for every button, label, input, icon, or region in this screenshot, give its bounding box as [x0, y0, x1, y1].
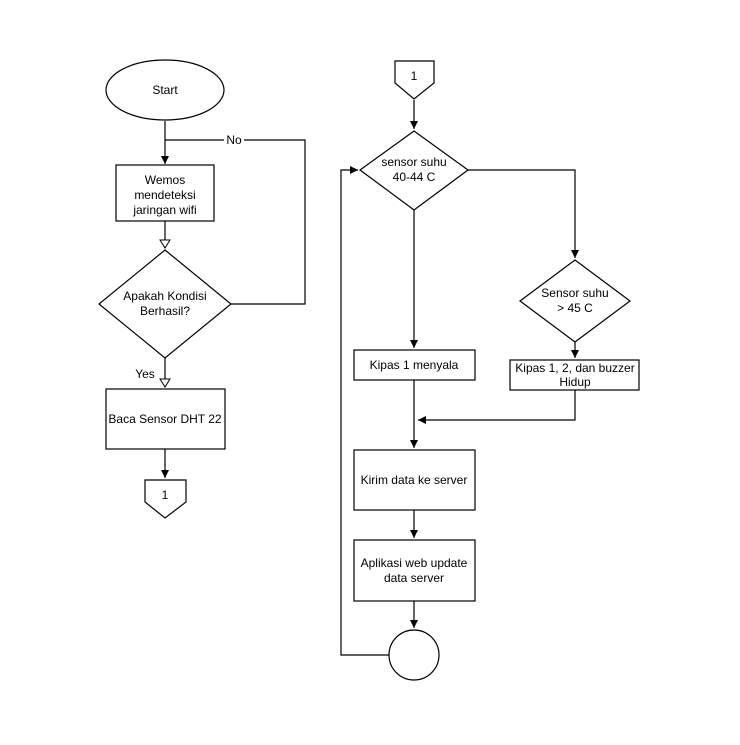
process-fans-buzzer-on: Kipas 1, 2, dan buzzer Hidup: [509, 359, 640, 391]
process-web-update: Aplikasi web update data server: [353, 539, 476, 602]
kipas-all-line-1: Kipas 1, 2, dan buzzer: [515, 361, 634, 375]
decision-wifi-line-1: Apakah Kondisi: [123, 289, 206, 303]
edge-kipas-all-to-merge: [418, 390, 576, 424]
right-edges: [340, 100, 579, 656]
wemos-line-3: jaringan wifi: [132, 203, 196, 217]
svg-text:Start: Start: [152, 83, 178, 97]
decision-wifi-line-2: Berhasil?: [140, 304, 190, 318]
loop-connector-circle: [388, 629, 440, 681]
process-wemos-detect: Wemos mendeteksi jaringan wifi: [115, 164, 215, 222]
process-read-sensor: Baca Sensor DHT 22: [105, 388, 226, 450]
edge-loop-back: [340, 166, 389, 656]
decision-temp-line-2: 40-44 C: [393, 170, 436, 184]
aplikasi-line-2: data server: [384, 571, 444, 585]
wemos-line-2: mendeteksi: [134, 188, 195, 202]
kipas-all-line-2: Hidup: [559, 375, 591, 389]
start-terminal: Start: [105, 59, 225, 121]
svg-text:Kirim data ke server: Kirim data ke server: [361, 473, 468, 487]
svg-text:1: 1: [162, 488, 169, 502]
decision-temp-40-44: sensor suhu 40-44 C: [358, 130, 470, 211]
decision-high-line-2: > 45 C: [557, 301, 593, 315]
svg-text:Baca Sensor DHT 22: Baca Sensor DHT 22: [108, 412, 221, 426]
svg-text:Kipas 1 menyala: Kipas 1 menyala: [370, 358, 459, 372]
edge-suhu-to-high-decision: [468, 169, 579, 258]
connector-in: 1: [394, 60, 435, 100]
label-no: No: [226, 133, 242, 147]
svg-text:1: 1: [411, 69, 418, 83]
process-fan1-on: Kipas 1 menyala: [353, 349, 476, 381]
decision-temp-above-45: Sensor suhu > 45 C: [518, 259, 632, 343]
connector-out: 1: [144, 479, 187, 519]
decision-temp-line-1: sensor suhu: [381, 155, 446, 169]
aplikasi-line-1: Aplikasi web update: [361, 556, 468, 570]
label-yes: Yes: [135, 367, 155, 381]
wemos-line-1: Wemos: [145, 173, 185, 187]
decision-high-line-1: Sensor suhu: [541, 286, 608, 300]
process-send-data: Kirim data ke server: [353, 449, 476, 511]
decision-wifi-success: Apakah Kondisi Berhasil?: [98, 249, 232, 359]
